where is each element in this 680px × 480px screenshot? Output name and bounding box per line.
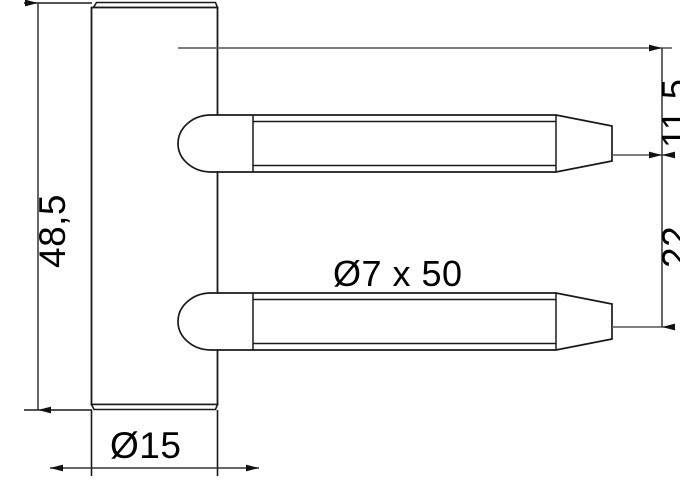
dimension-label-top-offset: 11,5 (654, 78, 680, 148)
upper-pin (177, 114, 613, 173)
dimension-label-plate-height: 48,5 (32, 193, 73, 268)
dimension-label-plate-width: Ø15 (110, 425, 182, 466)
lower-pin (177, 292, 613, 351)
dimension-label-pin-spacing: 22 (655, 225, 680, 268)
callout-label-pin-spec: Ø7 x 50 (333, 253, 463, 294)
